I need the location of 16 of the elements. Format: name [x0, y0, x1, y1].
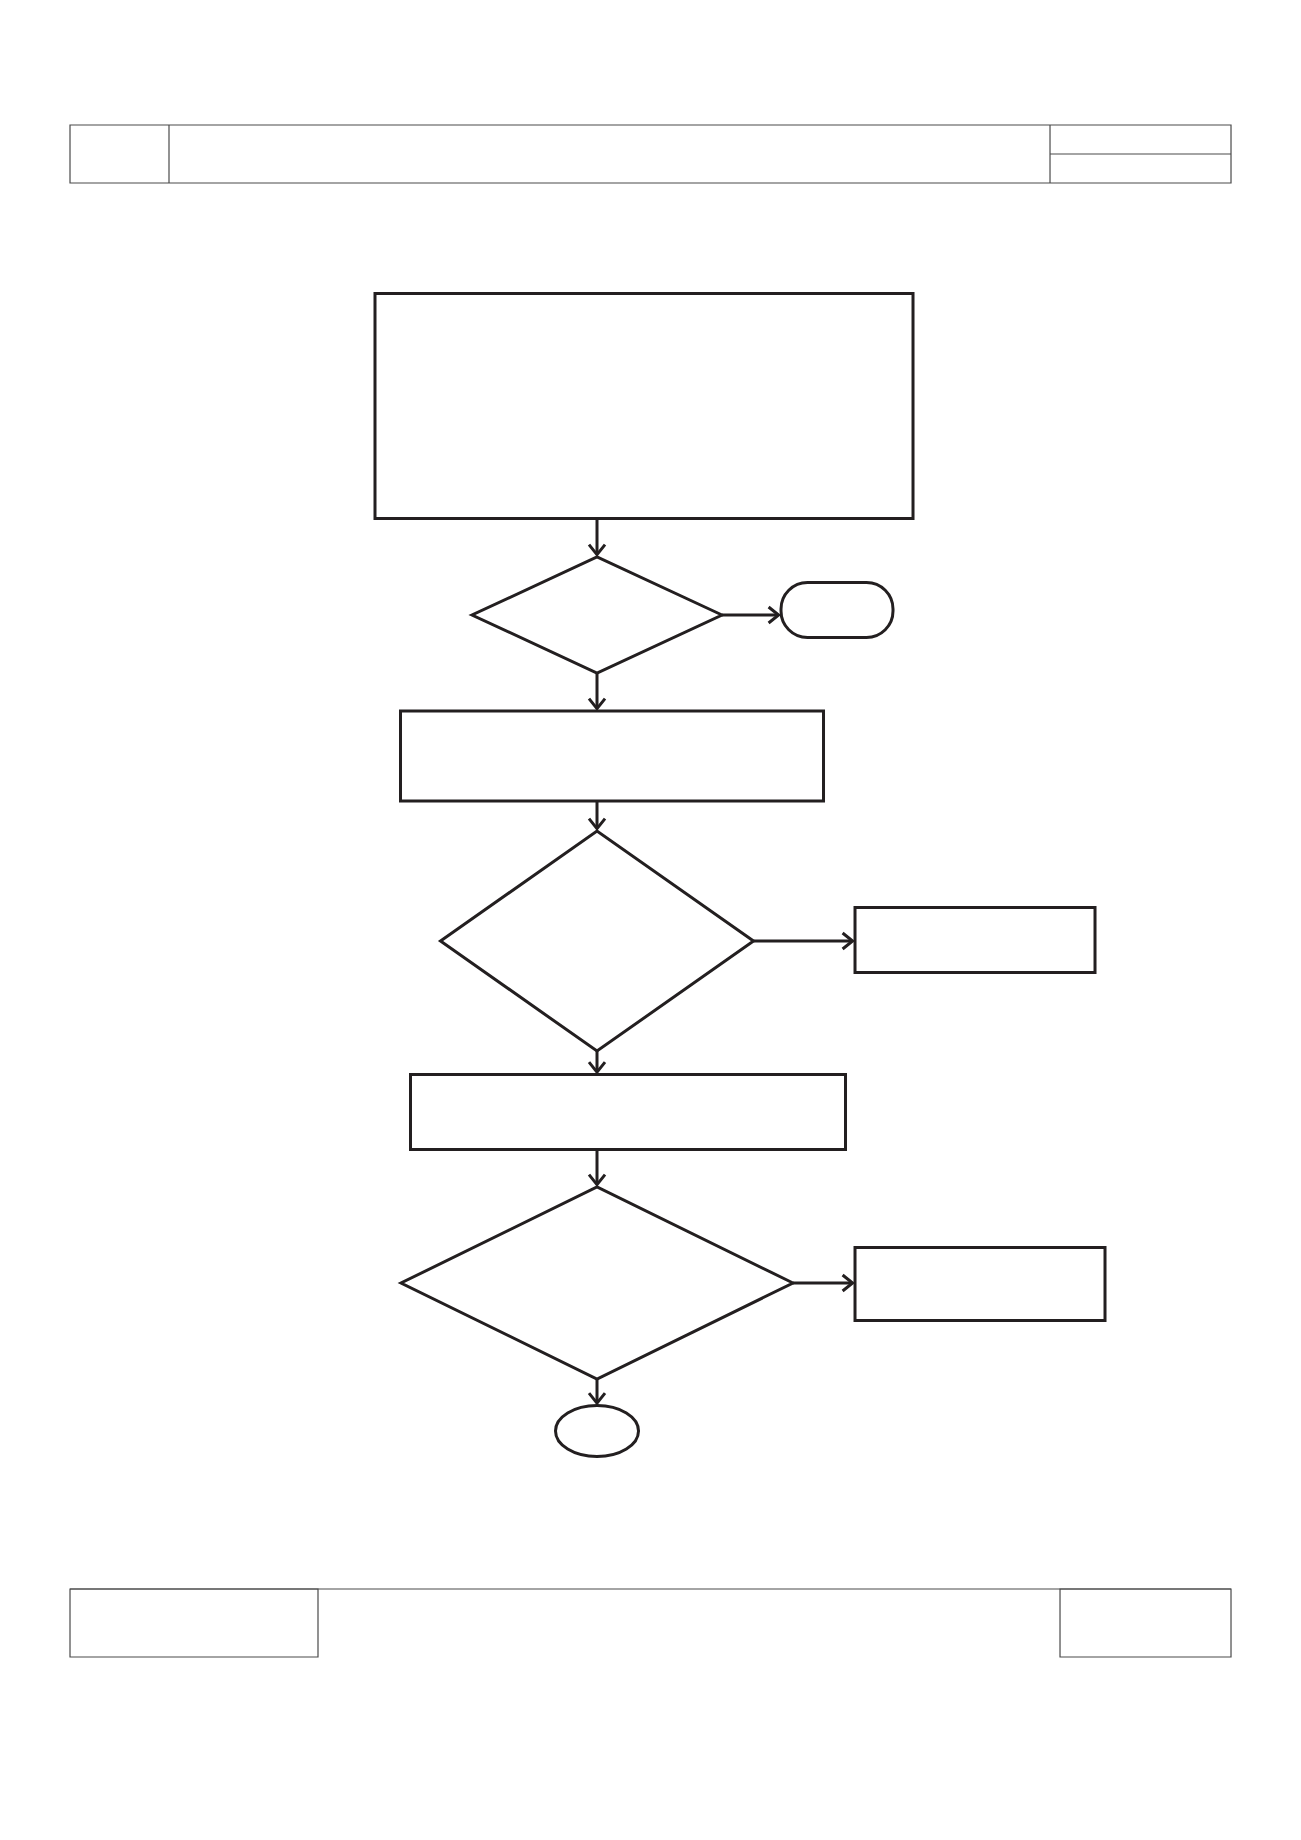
arrow	[587, 1149, 607, 1187]
arrow	[587, 801, 607, 831]
process-box	[399, 709, 825, 803]
process-box	[853, 906, 1097, 974]
arrow	[587, 673, 607, 711]
process-box	[373, 292, 915, 520]
terminal-oval	[554, 1404, 640, 1458]
arrow	[753, 931, 855, 951]
arrow	[587, 1379, 607, 1406]
process-box	[409, 1073, 847, 1151]
arrow	[793, 1273, 855, 1293]
arrow	[587, 1051, 607, 1075]
terminal-box	[779, 581, 895, 639]
arrow	[722, 605, 781, 625]
arrow	[587, 518, 607, 557]
process-box	[853, 1246, 1107, 1322]
